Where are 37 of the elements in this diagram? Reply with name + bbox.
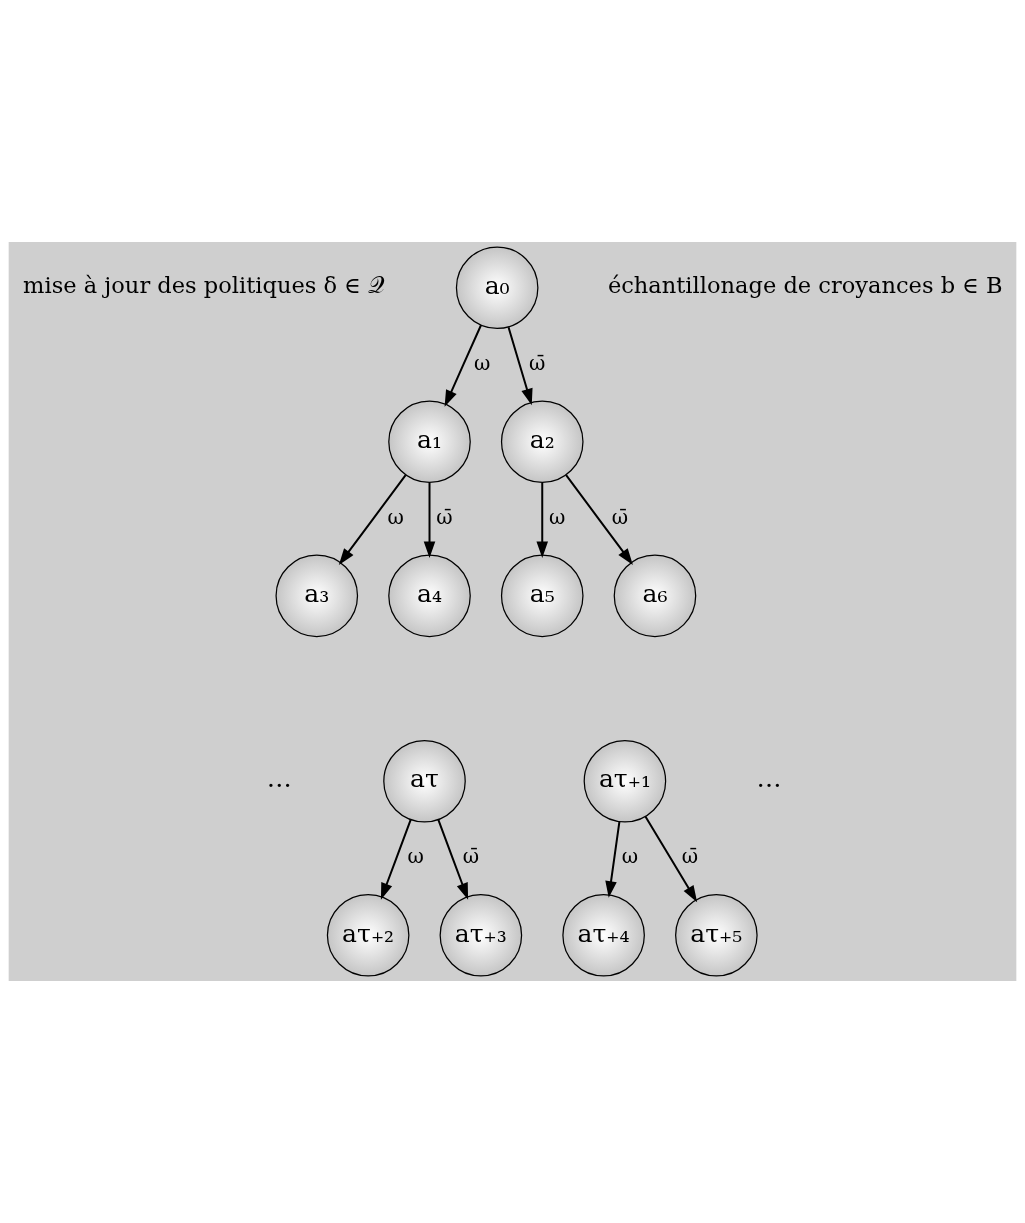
arrow [507,326,533,406]
arrow [444,324,482,407]
label: échantillonage de croyances b ∈ B [607,272,1003,299]
node-circle: aτ [383,739,466,823]
label: … [266,764,292,794]
edge-label: ω [407,844,424,869]
edge-label: ω [621,844,639,869]
node-circle: a₂ [500,400,584,484]
node-circle: a₁ [388,400,471,484]
node-circle: a₆ [613,554,697,638]
edge-label: ω̄ [529,350,546,375]
edge-label: ω̄ [681,844,699,869]
edge-label: ω [473,350,491,375]
edge-label: ω̄ [462,844,480,869]
edge-label: ω [549,504,566,529]
arrow [423,481,436,559]
node-circle: aτ₊₄ [562,893,645,977]
label: mise à jour des politiques δ ∈ 𝒬 [23,272,386,299]
node-circle: a₃ [275,554,359,638]
arrow [605,820,621,898]
node-circle: aτ₊₃ [439,893,523,977]
edge-label: ω̄ [436,504,453,529]
arrow [565,474,633,565]
node-circle: a₅ [500,554,584,638]
edge-label: ω̄ [611,504,629,529]
arrow [380,818,412,900]
label: … [756,764,782,794]
node-circle: a₀ [455,246,539,330]
node-circle: aτ₊₂ [326,893,410,977]
arrow [644,815,698,903]
node-circle: aτ₊₁ [583,739,667,823]
arrow [338,474,407,565]
edge-label: ω [387,504,404,529]
node-circle: aτ₊₅ [675,893,758,977]
arrow [536,481,549,559]
arrow [437,818,469,900]
node-circle: a₄ [388,554,471,638]
